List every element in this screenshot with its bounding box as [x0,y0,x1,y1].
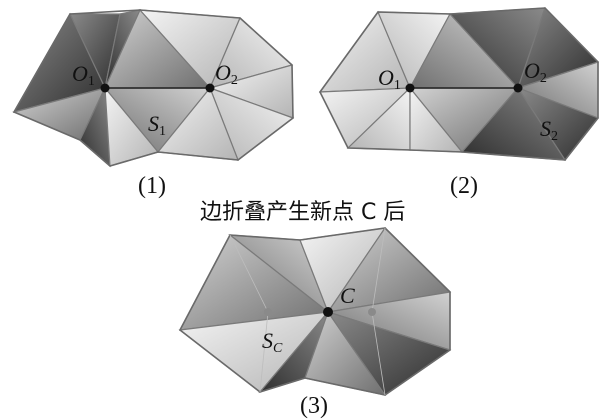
vertex-o1-label: O1 [378,65,401,93]
region-s1-label: S1 [148,111,166,139]
region-sc-label: SC [262,328,283,356]
ghost-edge [259,311,269,393]
ghost-vertex-o2 [368,308,376,316]
ghost-vertex-o1 [264,308,272,316]
figure-3: C SC (3) [178,227,452,419]
ghost-edge [229,234,269,313]
figure-2: O1 O2 S2 (2) [318,6,600,199]
ghost-edge [371,227,386,313]
vertex-o1-dot [100,83,110,93]
mesh-outline [13,9,294,167]
vertex-o2-label: O2 [524,58,547,86]
vertex-o2-label: O2 [215,60,238,88]
ghost-edge [371,311,386,396]
vertex-c-label: C [340,283,355,308]
figure-1: O1 O2 S1 (1) [12,8,295,199]
mesh-outline [319,7,599,161]
caption-2: (2) [450,173,478,199]
vertex-o2-dot [205,83,215,93]
vertex-o1-label: O1 [72,61,95,89]
region-s2-label: S2 [540,116,558,144]
mesh-outline [179,227,451,396]
caption-3: (3) [300,393,328,419]
vertex-o1-dot [405,83,415,93]
middle-caption: 边折叠产生新点 C 后 [200,200,405,225]
vertex-o2-dot [513,83,523,93]
caption-1: (1) [138,173,166,199]
vertex-c-dot [323,307,333,317]
